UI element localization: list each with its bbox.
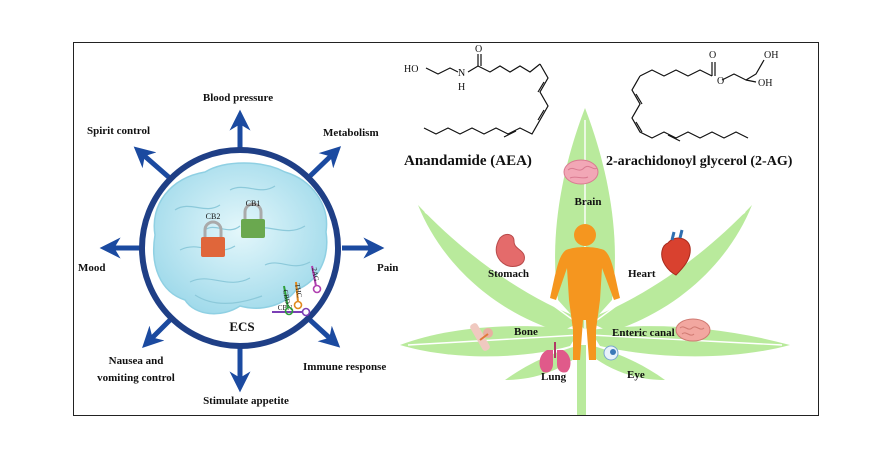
aea-atom-o: O xyxy=(475,44,482,55)
ag-structure xyxy=(631,59,765,142)
label-eye: Eye xyxy=(627,369,645,381)
label-enteric-canal: Enteric canal xyxy=(612,327,675,339)
cb1-label: CB1 xyxy=(246,199,261,208)
label-pain: Pain xyxy=(377,262,398,274)
ecs-panel: CB2 CB1 CBN CBD THC xyxy=(78,92,398,407)
key-cbn-label: CBN xyxy=(278,304,292,312)
ag-atom-o1: O xyxy=(709,50,716,61)
ag-atom-oh1: OH xyxy=(764,50,778,61)
aea-atom-n: N xyxy=(458,68,465,79)
key-2ag-label: 2AG xyxy=(310,267,320,282)
aea-name: Anandamide (AEA) xyxy=(404,153,532,169)
cb1-lock: CB1 xyxy=(241,199,265,238)
key-thc-label: THC xyxy=(293,283,303,299)
ecs-center-label: ECS xyxy=(229,319,254,334)
aea-atom-h: H xyxy=(458,82,465,93)
ag-atom-o2: O xyxy=(717,76,724,87)
ag-atom-oh2: OH xyxy=(758,78,772,89)
arrow-spirit xyxy=(133,146,174,182)
aea-structure xyxy=(423,54,549,138)
arrow-immune xyxy=(308,318,341,348)
key-cbn: CBN xyxy=(272,304,311,317)
cb2-lock: CB2 xyxy=(201,212,225,257)
lung-organ-icon xyxy=(539,342,571,373)
label-spirit-control: Spirit control xyxy=(87,125,150,137)
cb2-label: CB2 xyxy=(206,212,221,221)
brain-organ-icon xyxy=(563,159,599,185)
label-brain: Brain xyxy=(575,196,602,208)
label-blood-pressure: Blood pressure xyxy=(203,92,273,104)
human-body xyxy=(550,224,620,360)
eye-organ-icon xyxy=(603,345,619,361)
brain-image xyxy=(153,162,328,315)
label-nausea-line2: vomiting control xyxy=(97,372,175,384)
label-heart: Heart xyxy=(628,268,656,280)
label-immune-response: Immune response xyxy=(303,361,386,373)
label-nausea-line1: Nausea and xyxy=(109,355,164,367)
key-cbd: CBD xyxy=(281,285,294,316)
label-stomach: Stomach xyxy=(488,268,529,280)
aea-atom-ho: HO xyxy=(404,64,418,75)
ligand-keys: CBN CBD THC 2AG xyxy=(272,265,322,317)
key-thc: THC xyxy=(293,281,303,310)
stomach-organ-icon xyxy=(495,233,525,268)
label-mood: Mood xyxy=(78,262,106,274)
label-bone: Bone xyxy=(514,326,538,338)
enteric-canal-organ-icon xyxy=(675,318,711,342)
label-metabolism: Metabolism xyxy=(323,127,379,139)
key-2ag: 2AG xyxy=(310,265,322,294)
heart-organ-icon xyxy=(661,229,691,276)
arrow-metabolism xyxy=(306,146,342,180)
key-cbd-label: CBD xyxy=(281,289,291,305)
label-stimulate-appetite: Stimulate appetite xyxy=(203,395,289,407)
ag-name: 2-arachidonoyl glycerol (2-AG) xyxy=(606,154,793,169)
label-lung: Lung xyxy=(541,371,567,383)
arrow-nausea xyxy=(142,316,174,348)
bone-organ-icon xyxy=(470,323,493,351)
